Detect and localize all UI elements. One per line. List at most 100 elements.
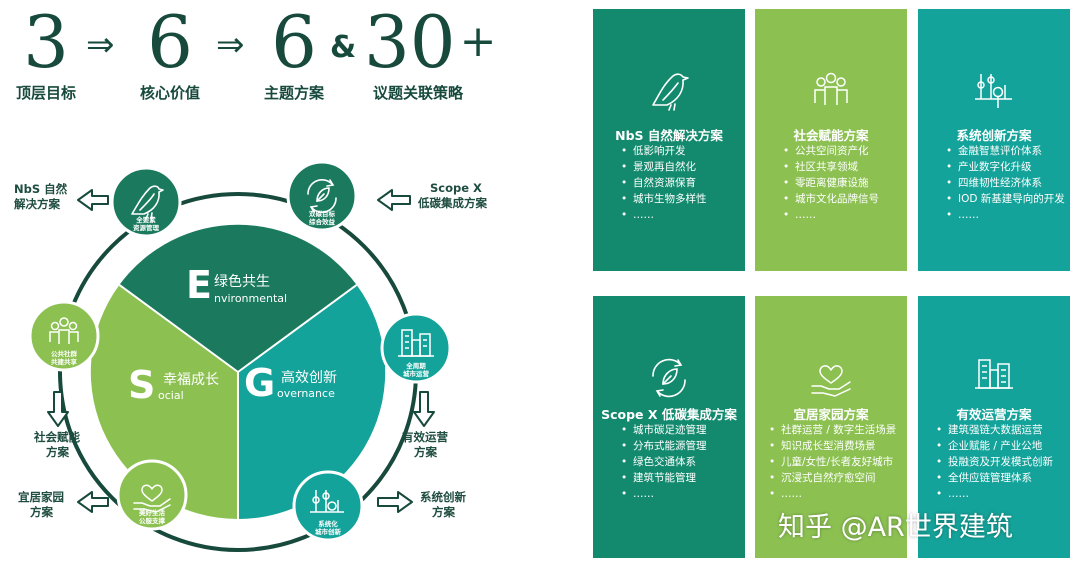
card-social[interactable]: 社会赋能方案 公共空间资产化 社区共享领域 零距离健康设施 城市文化品牌信号 …… bbox=[755, 9, 907, 271]
header-item-1: 3 顶层目标 bbox=[14, 6, 78, 103]
header-item-3: 6 主题方案 bbox=[256, 6, 332, 103]
recycle-leaf-icon bbox=[307, 179, 337, 213]
card-scopex[interactable]: Scope X 低碳集成方案 城市碳足迹管理 分布式能源管理 绿色交通体系 建筑… bbox=[593, 296, 745, 558]
card-list: 社群运营 / 数字生活场景 知识成长型消费场景 儿童/女性/长者友好城市 沉浸式… bbox=[769, 422, 896, 502]
list-item: …… bbox=[769, 486, 896, 502]
card-list: 公共空间资产化 社区共享领域 零距离健康设施 城市文化品牌信号 …… bbox=[783, 143, 879, 223]
bird-icon bbox=[647, 71, 691, 115]
arrow-left-icon bbox=[77, 189, 109, 211]
header-caption: 主题方案 bbox=[263, 84, 324, 102]
node-caption: 美好生活 bbox=[139, 508, 166, 517]
header-number: 6 bbox=[271, 0, 317, 84]
arrow-down-icon bbox=[47, 391, 69, 427]
list-item: 建筑节能管理 bbox=[621, 470, 707, 486]
card-livable-home[interactable]: 宜居家园方案 社群运营 / 数字生活场景 知识成长型消费场景 儿童/女性/长者友… bbox=[755, 296, 907, 558]
card-title: Scope X 低碳集成方案 bbox=[601, 407, 737, 422]
card-system-innovation[interactable]: 系统创新方案 金融智慧评价体系 产业数字化升级 四维韧性经济体系 IOD 新基建… bbox=[918, 9, 1070, 271]
divider bbox=[237, 284, 358, 373]
card-title: 有效运营方案 bbox=[956, 407, 1032, 422]
list-item: 绿色交通体系 bbox=[621, 454, 707, 470]
card-title: NbS 自然解决方案 bbox=[615, 128, 723, 143]
bird-icon bbox=[131, 185, 164, 220]
letter-e: E bbox=[186, 263, 212, 307]
ampersand: & bbox=[330, 30, 357, 65]
node-caption: 全周期 bbox=[405, 361, 426, 370]
list-item: 自然资源保育 bbox=[621, 175, 707, 191]
side-label-social: 社会赋能 bbox=[33, 430, 80, 444]
list-item: 低影响开发 bbox=[621, 143, 707, 159]
list-item: 社群运营 / 数字生活场景 bbox=[769, 422, 896, 438]
segment-cn: 绿色共生 bbox=[214, 273, 270, 290]
side-label-nbs: NbS 自然 bbox=[14, 182, 68, 196]
segment-en: overnance bbox=[277, 387, 335, 400]
letter-s: S bbox=[128, 363, 155, 407]
card-title: 系统创新方案 bbox=[956, 128, 1032, 143]
node-systematic[interactable]: 系统化 城市创新 bbox=[292, 470, 364, 542]
people-icon bbox=[809, 71, 853, 115]
node-dual-carbon[interactable]: 双碳目标 综合效益 bbox=[286, 160, 358, 232]
node-city-operation[interactable]: 全周期 城市运营 bbox=[380, 312, 452, 384]
list-item: 知识成长型消费场景 bbox=[769, 438, 896, 454]
node-caption: 公服支撑 bbox=[139, 516, 166, 525]
double-arrow-icon: ⇒ bbox=[86, 25, 115, 65]
list-item: …… bbox=[783, 207, 879, 223]
side-label-innovation: 系统创新 bbox=[420, 490, 466, 504]
list-item: 社区共享领域 bbox=[783, 159, 879, 175]
heart-hand-icon bbox=[133, 484, 171, 513]
node-caption: 资源管理 bbox=[133, 223, 160, 232]
node-caption: 综合效益 bbox=[309, 217, 336, 226]
list-item: …… bbox=[621, 486, 707, 502]
list-item: 金融智慧评价体系 bbox=[946, 143, 1065, 159]
header-caption: 顶层目标 bbox=[15, 84, 76, 102]
node-wellbeing[interactable]: 美好生活 公服支撑 bbox=[116, 459, 188, 531]
letter-g: G bbox=[244, 361, 275, 405]
buildings-icon bbox=[398, 329, 434, 357]
list-item: IOD 新基建导向的开发 bbox=[946, 191, 1065, 207]
card-nbs[interactable]: NbS 自然解决方案 低影响开发 景观再自然化 自然资源保育 城市生物多样性 …… bbox=[593, 9, 745, 271]
card-title: 宜居家园方案 bbox=[793, 407, 869, 422]
segment-social bbox=[90, 284, 238, 520]
card-list: 建筑强链大数据运营 企业赋能 / 产业公地 投融资及开发模式创新 全供应链管理体… bbox=[936, 422, 1053, 502]
segment-cn: 幸福成长 bbox=[163, 372, 219, 388]
arrow-down-icon bbox=[413, 391, 435, 427]
card-list: 金融智慧评价体系 产业数字化升级 四维韧性经济体系 IOD 新基建导向的开发 …… bbox=[946, 143, 1065, 223]
double-arrow-icon: ⇒ bbox=[216, 25, 245, 65]
heart-hand-icon bbox=[809, 358, 853, 402]
list-item: 产业数字化升级 bbox=[946, 159, 1065, 175]
label-governance: G 高效创新 overnance bbox=[244, 361, 337, 405]
network-icon bbox=[310, 490, 344, 513]
side-label-home: 方案 bbox=[30, 505, 53, 519]
arrow-right-icon bbox=[377, 491, 413, 513]
node-caption: 全要素 bbox=[135, 215, 156, 224]
label-social: S 幸福成长 ocial bbox=[128, 363, 219, 407]
side-label-operation: 有效运营 bbox=[402, 430, 448, 444]
header-caption: 核心价值 bbox=[139, 84, 200, 102]
header-caption: 议题关联策略 bbox=[372, 84, 463, 102]
node-caption: 公共社群 bbox=[51, 349, 78, 358]
header-number-value: 30 bbox=[364, 0, 456, 84]
esg-diagram: E 绿色共生 nvironmental S 幸福成长 ocial G 高效创新 … bbox=[14, 160, 487, 552]
list-item: 四维韧性经济体系 bbox=[946, 175, 1065, 191]
card-title: 社会赋能方案 bbox=[793, 128, 869, 143]
side-label-operation: 方案 bbox=[414, 445, 437, 459]
header-number: 6 bbox=[147, 0, 193, 84]
list-item: 投融资及开发模式创新 bbox=[936, 454, 1053, 470]
list-item: 零距离健康设施 bbox=[783, 175, 879, 191]
node-caption: 系统化 bbox=[318, 519, 338, 528]
side-label-nbs: 解决方案 bbox=[14, 197, 60, 211]
list-item: 景观再自然化 bbox=[621, 159, 707, 175]
header-number-plus: + bbox=[459, 16, 497, 67]
list-item: …… bbox=[946, 207, 1065, 223]
node-biodiversity[interactable]: 全要素 资源管理 bbox=[110, 166, 182, 238]
list-item: 沉浸式自然疗愈空间 bbox=[769, 470, 896, 486]
list-item: 城市文化品牌信号 bbox=[783, 191, 879, 207]
card-effective-operation[interactable]: 有效运营方案 建筑强链大数据运营 企业赋能 / 产业公地 投融资及开发模式创新 … bbox=[918, 296, 1070, 558]
segment-en: nvironmental bbox=[214, 292, 287, 305]
side-label-innovation: 方案 bbox=[432, 505, 455, 519]
list-item: 儿童/女性/长者友好城市 bbox=[769, 454, 896, 470]
list-item: 全供应链管理体系 bbox=[936, 470, 1053, 486]
node-community[interactable]: 公共社群 共建共享 bbox=[28, 300, 100, 372]
header-item-2: 6 核心价值 bbox=[130, 6, 210, 103]
buildings-icon bbox=[972, 358, 1016, 402]
card-list: 城市碳足迹管理 分布式能源管理 绿色交通体系 建筑节能管理 …… bbox=[621, 422, 707, 502]
